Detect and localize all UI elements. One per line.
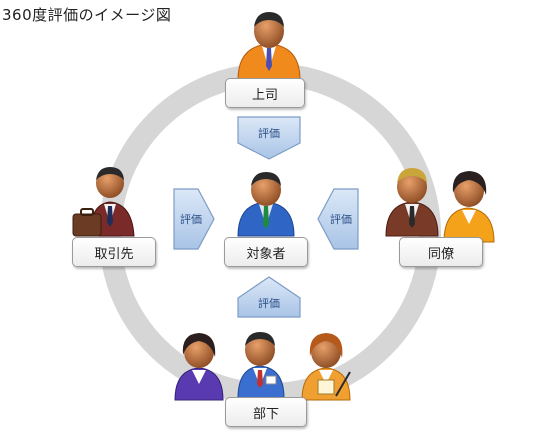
colleague-male-icon (385, 168, 439, 237)
node-boss-label: 上司 (225, 78, 305, 108)
arrow-top-label: 評価 (258, 126, 280, 140)
arrow-left-label: 評価 (180, 212, 202, 226)
evaluation-arrow-right: 評価 (317, 188, 359, 250)
client-person-icon (72, 167, 135, 237)
evaluation-arrow-bottom: 評価 (237, 276, 301, 318)
node-colleague-label: 同僚 (399, 237, 483, 267)
arrow-bottom-label: 評価 (258, 296, 280, 310)
subordinate-female-purple-icon (174, 333, 224, 401)
subordinate-male-blue-icon (237, 332, 285, 399)
target-person-icon (237, 172, 295, 237)
colleague-female-icon (443, 171, 495, 243)
subordinate-female-orange-icon (301, 333, 351, 401)
node-target-label: 対象者 (224, 237, 308, 267)
boss-person-icon (237, 12, 301, 81)
arrow-right-label: 評価 (330, 212, 352, 226)
node-subordinate-label: 部下 (225, 397, 307, 427)
evaluation-arrow-left: 評価 (173, 188, 215, 250)
diagram-title: 360度評価のイメージ図 (2, 6, 172, 24)
evaluation-arrow-top: 評価 (237, 116, 301, 160)
node-client-label: 取引先 (72, 237, 156, 267)
